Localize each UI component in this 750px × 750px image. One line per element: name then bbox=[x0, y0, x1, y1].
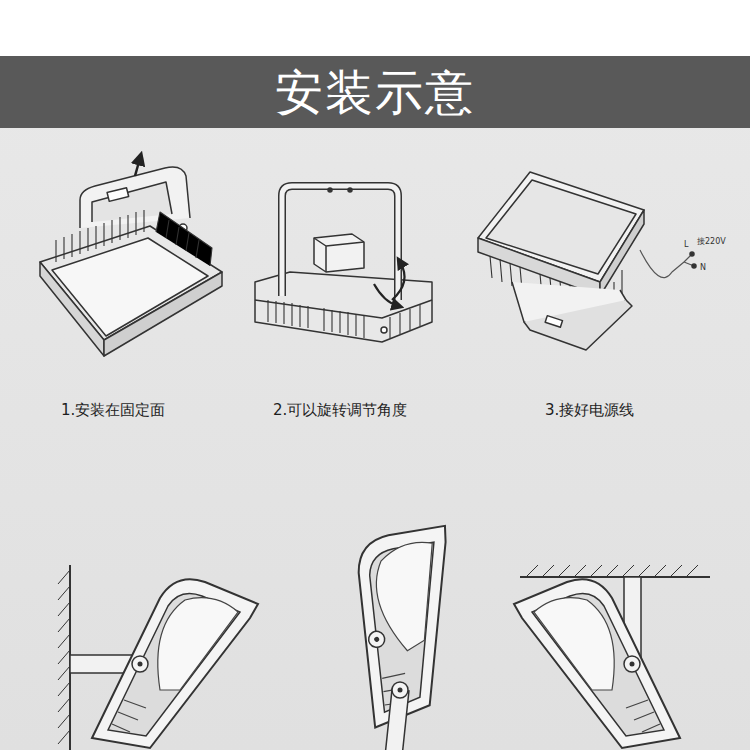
step-caption: 3.接好电源线 bbox=[545, 401, 634, 419]
step-3-figure bbox=[478, 172, 696, 350]
wall-mount-figure bbox=[58, 565, 258, 750]
step-1-figure bbox=[40, 158, 222, 356]
step-caption: 1.安装在固定面 bbox=[61, 401, 165, 419]
wire-label: N bbox=[700, 263, 706, 273]
step-caption: 2.可以旋转调节角度 bbox=[273, 401, 407, 419]
ceiling-mount-figure bbox=[514, 565, 710, 748]
floor-mount-figure bbox=[291, 505, 521, 750]
wire-label: L bbox=[684, 240, 688, 250]
step-2-figure bbox=[255, 186, 432, 342]
title: 安装示意 bbox=[275, 64, 475, 120]
title-banner bbox=[0, 56, 750, 128]
voltage-label: 接220V bbox=[697, 237, 726, 247]
